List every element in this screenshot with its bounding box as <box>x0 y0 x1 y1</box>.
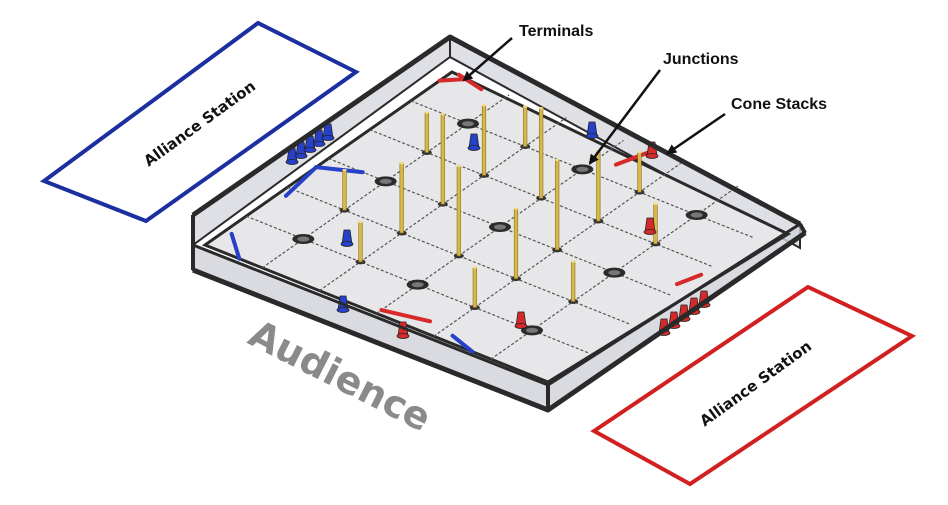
red-tape <box>674 272 704 287</box>
ground-junction-center <box>462 121 474 127</box>
blue-tape <box>229 231 242 261</box>
blue-cone <box>294 141 308 159</box>
ground-junction-center <box>608 270 621 276</box>
pole-tip <box>342 168 347 172</box>
cone-base <box>396 333 410 339</box>
junctions <box>292 118 708 336</box>
blue-cone <box>285 147 299 165</box>
pole-tip <box>538 106 544 110</box>
junction-pole <box>596 150 601 222</box>
cone-base <box>312 141 326 147</box>
cone-base <box>336 307 350 313</box>
junction-pole <box>440 113 445 205</box>
blue-tape <box>450 333 475 354</box>
cone-stacks <box>285 121 711 339</box>
ground-junction-center <box>411 282 424 288</box>
ground-junction-center <box>379 178 392 184</box>
blue-cone <box>467 133 481 151</box>
junction-pole <box>571 261 576 302</box>
pole-tip <box>570 260 576 263</box>
junctions-callout: Junctions <box>588 51 739 165</box>
cone-base <box>514 323 528 329</box>
cone-base <box>643 229 657 235</box>
cone-stacks-arrow <box>666 112 726 155</box>
junction-pole <box>653 203 658 245</box>
cone-base <box>303 147 317 153</box>
red-tape <box>613 149 653 167</box>
junction-pole <box>481 105 487 176</box>
junctions-arrow <box>588 69 661 165</box>
terminals-arrow <box>462 37 513 82</box>
junction-pole <box>637 151 642 193</box>
cone-base <box>340 241 354 247</box>
pole-tip <box>424 111 430 114</box>
pole-tip <box>554 158 560 162</box>
junction-pole <box>399 162 404 234</box>
blue-tape <box>314 165 365 175</box>
pole-tip <box>440 112 446 116</box>
red-cone <box>514 311 528 329</box>
frame-post-right <box>798 223 807 234</box>
pole-tip <box>472 266 478 269</box>
pole-tip <box>653 202 658 206</box>
cone-base <box>285 159 299 165</box>
blue-tape <box>283 165 319 198</box>
ground-junction-center <box>690 212 703 218</box>
pole-tip <box>481 104 487 107</box>
blue-station-outline <box>39 20 360 224</box>
junctions-label: Junctions <box>663 51 739 68</box>
cone-base <box>467 145 481 151</box>
pole-tip <box>513 207 519 210</box>
junction-pole <box>555 159 560 251</box>
blue-cone <box>303 135 317 153</box>
ground-junction-center <box>576 166 589 172</box>
cone-base <box>645 153 659 159</box>
junction-pole <box>513 208 519 279</box>
junction-pole <box>424 112 429 153</box>
junction-pole <box>539 107 544 199</box>
field-frame <box>191 34 807 413</box>
junction-pole <box>342 169 347 211</box>
junction-pole <box>358 221 363 263</box>
cone-base <box>585 133 599 139</box>
blue-cone <box>585 121 599 139</box>
blue-cone <box>312 129 326 147</box>
pole-tip <box>358 220 363 224</box>
cone-stacks-label: Cone Stacks <box>731 96 827 113</box>
red-cone <box>643 217 657 235</box>
red-tape <box>379 308 433 324</box>
junction-pole <box>472 267 477 308</box>
cone-base <box>321 135 335 141</box>
pole-tip <box>456 164 462 168</box>
pole-tip <box>522 105 528 108</box>
frame-rail-mid <box>192 222 801 387</box>
ground-junction-center <box>297 236 310 242</box>
terminals-callout: Terminals <box>462 23 594 82</box>
cone-base <box>294 153 308 159</box>
ground-junction-center <box>526 327 538 333</box>
ground-junction-center <box>494 224 506 230</box>
junction-pole <box>456 165 461 257</box>
blue-cone <box>321 123 335 141</box>
terminals-label: Terminals <box>519 23 594 40</box>
red-station-outline <box>590 284 917 487</box>
red-alliance-station: Alliance Station <box>590 284 917 487</box>
pole-tip <box>637 150 642 154</box>
blue-cone <box>340 229 354 247</box>
frame-rail-top <box>191 34 802 227</box>
cone-stacks-callout: Cone Stacks <box>666 96 827 155</box>
pole-tip <box>399 161 404 165</box>
junction-pole <box>523 106 528 147</box>
